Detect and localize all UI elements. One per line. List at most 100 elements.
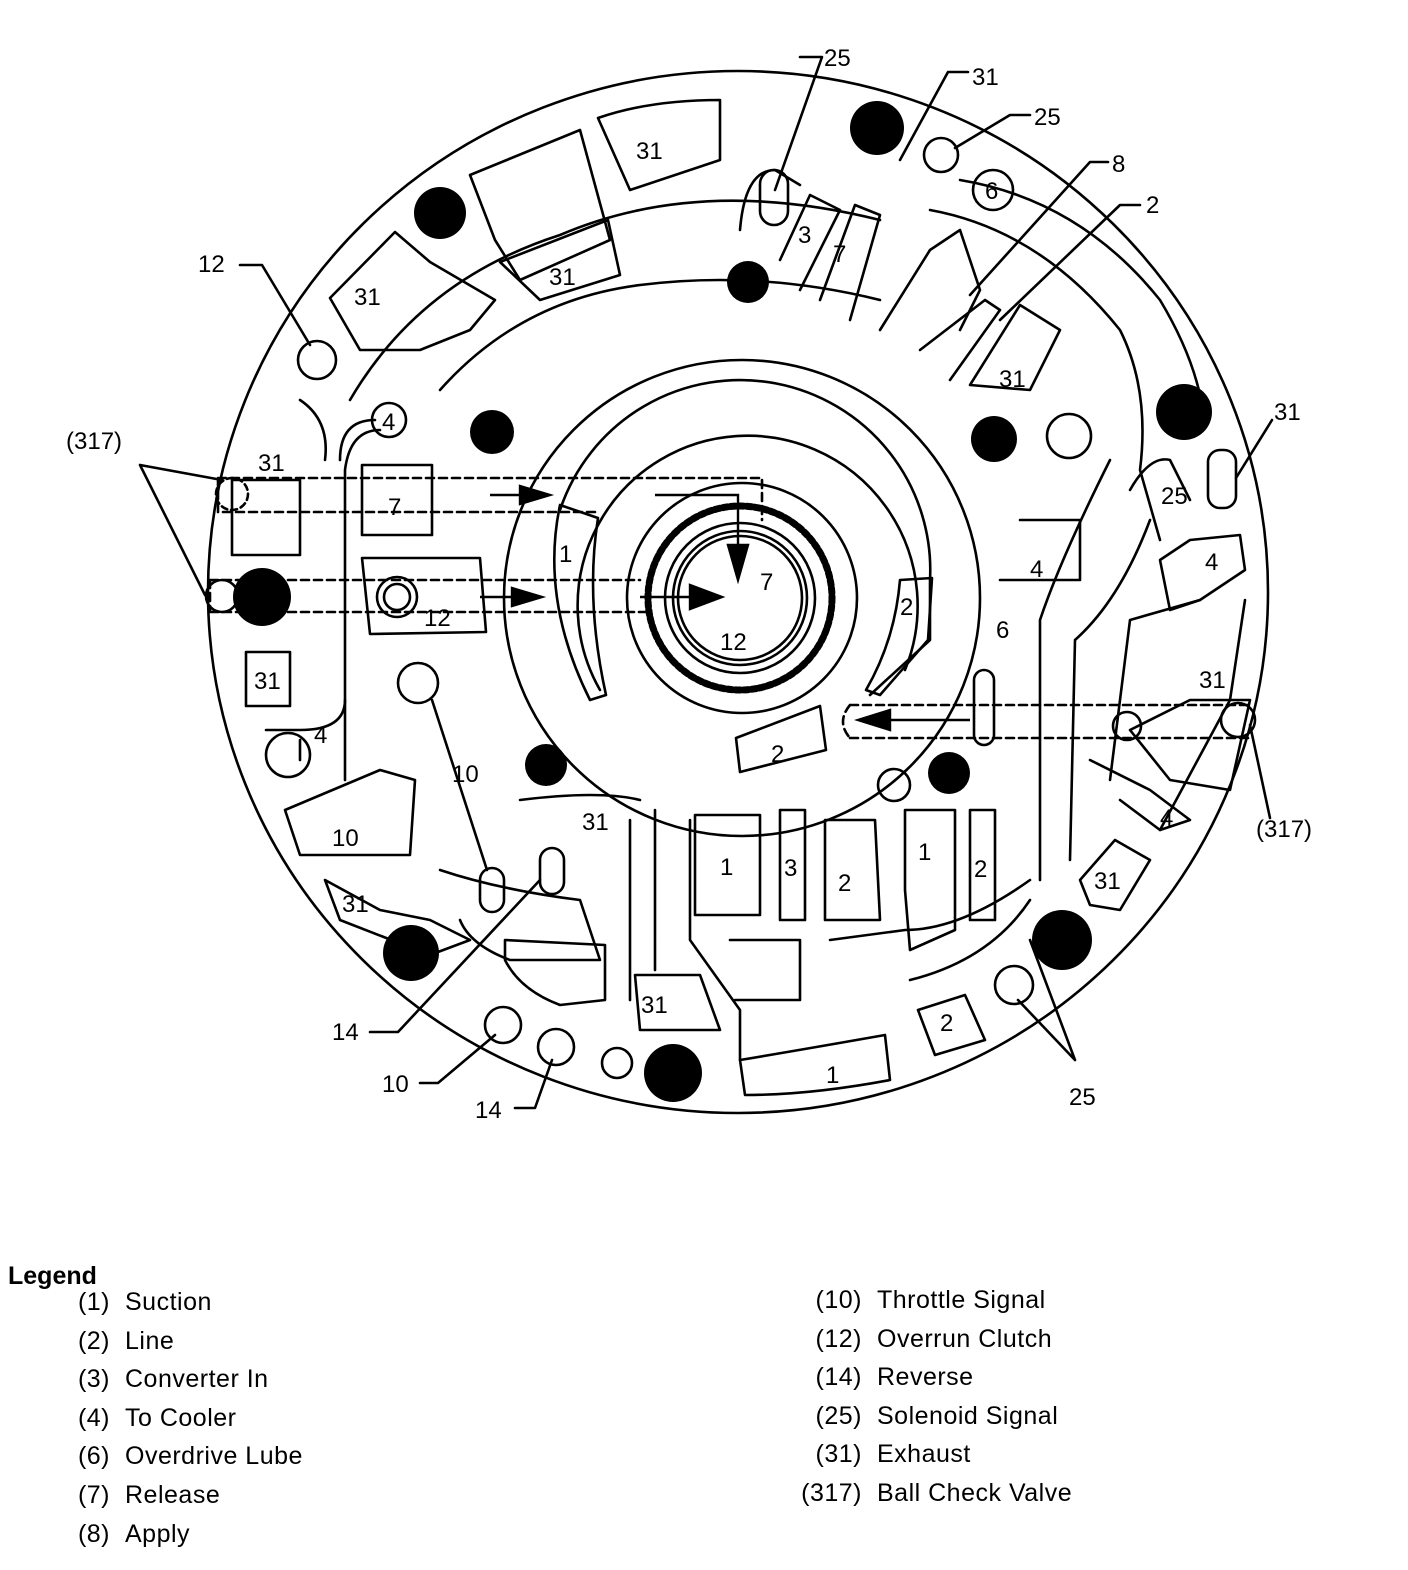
legend-code: (6) — [77, 1442, 110, 1471]
legend-text: Overdrive Lube — [125, 1442, 303, 1471]
channel-right-outer — [928, 208, 1162, 542]
area-label: 31 — [636, 138, 663, 165]
port-open — [296, 339, 338, 381]
area-label: 10 — [332, 825, 359, 852]
callout-label: 10 — [382, 1071, 409, 1098]
channel-4-right — [998, 518, 1082, 582]
legend-text: To Cooler — [125, 1403, 237, 1432]
callout-label: 25 — [1069, 1084, 1096, 1111]
port-open — [600, 1046, 634, 1080]
leader-31-right — [1234, 418, 1274, 480]
channel-31-bottom — [633, 973, 722, 1032]
channel-upper-31-c — [498, 218, 622, 302]
pump-body-outline — [206, 69, 1270, 1115]
callout-label: 31 — [1274, 399, 1301, 426]
legend-code: (10) — [815, 1286, 862, 1314]
area-label: 4 — [382, 409, 395, 436]
legend-text: Ball Check Valve — [877, 1478, 1073, 1507]
channel-4-right-2 — [1158, 533, 1247, 612]
pump-body-diagram: 25 31 25 8 2 12 (317) 31 (317) 10 14 10 … — [66, 45, 1312, 1124]
channel-31-left2 — [244, 650, 292, 708]
callout-label: 14 — [475, 1097, 502, 1124]
callout-label: 8 — [1112, 151, 1125, 178]
legend-code: (25) — [815, 1401, 862, 1430]
channel-upper-left-31 — [328, 230, 497, 352]
legend-text: Throttle Signal — [877, 1286, 1046, 1314]
channel-lower-left-arc — [438, 868, 602, 962]
channel-bottom-arc — [518, 793, 1032, 982]
channel-bottom-2-b — [968, 808, 997, 922]
legend-item: (4)To Cooler — [74, 1404, 303, 1443]
area-label: 7 — [760, 569, 773, 596]
channel-bottom-1-b — [903, 808, 957, 952]
area-label: 31 — [641, 992, 668, 1019]
callout-label: 25 — [1034, 104, 1061, 131]
leader-10-mid — [430, 698, 489, 872]
area-label: 31 — [354, 284, 381, 311]
rotor-outer — [625, 481, 859, 715]
area-label: 31 — [258, 450, 285, 477]
area-label: 3 — [784, 855, 797, 882]
area-label: 7 — [833, 241, 846, 268]
port-slot — [758, 168, 790, 227]
legend-text: Overrun Clutch — [877, 1324, 1053, 1353]
callout-label: 31 — [972, 64, 999, 91]
leader-25-topright — [953, 113, 1032, 150]
callout-label: 25 — [824, 45, 851, 72]
channel-bottom-2-a — [823, 818, 882, 922]
ball-check-left-a — [214, 476, 250, 512]
area-label: 1 — [826, 1062, 839, 1089]
legend-item: (7)Release — [74, 1481, 303, 1520]
legend-text: Release — [125, 1480, 221, 1509]
area-label: 1 — [559, 541, 572, 568]
port-open — [483, 1005, 523, 1045]
channel-10-left — [283, 768, 417, 857]
port-ring — [375, 575, 419, 619]
channel-2-bottom — [916, 993, 987, 1057]
legend-code: (14) — [815, 1363, 862, 1392]
ball-check-right — [1219, 701, 1257, 739]
port-slot — [538, 846, 566, 896]
channel-right-verticals — [1038, 458, 1247, 882]
legend-text: Exhaust — [877, 1440, 971, 1469]
crescent-outer-arc — [558, 378, 932, 697]
legend-code: (3) — [77, 1365, 110, 1394]
area-label: 4 — [314, 722, 327, 749]
legend-item: (10) Throttle Signal — [790, 1286, 1072, 1325]
port-open — [876, 767, 912, 803]
area-label: 1 — [918, 839, 931, 866]
legend-code: (8) — [77, 1519, 110, 1548]
area-label: 4 — [1030, 556, 1043, 583]
port-open — [370, 401, 408, 439]
legend-item: (25)Solenoid Signal — [790, 1402, 1072, 1441]
leader-317-right — [1248, 723, 1272, 820]
plug-dot — [414, 187, 466, 239]
channel-4-left — [264, 698, 347, 732]
area-label: 31 — [342, 891, 369, 918]
flow-arrow-head — [688, 583, 726, 611]
plug-dot — [383, 925, 439, 981]
legend-code: (317) — [801, 1478, 862, 1507]
channel-25-right — [1128, 458, 1192, 502]
port-open — [536, 1027, 576, 1067]
legend-text: Converter In — [125, 1365, 269, 1394]
legend-item: (8)Apply — [74, 1520, 303, 1559]
channel-31-lowleft — [323, 878, 472, 957]
ball-check-path-left-upper — [216, 476, 764, 522]
flow-arrow-head — [518, 484, 555, 506]
flow-arrow-head — [726, 543, 750, 585]
channel-upper-31-b — [468, 128, 612, 282]
leader-14-bottom — [513, 1058, 554, 1110]
plug-dot — [1156, 384, 1212, 440]
channel-bottom-1-a — [693, 813, 762, 917]
legend-item: (31) Exhaust — [790, 1440, 1072, 1479]
passage-2-lower — [734, 704, 828, 774]
legend-code: (31) — [815, 1440, 862, 1469]
channel-4-lowright — [1088, 758, 1192, 832]
port-open — [971, 168, 1015, 212]
port-open — [993, 964, 1035, 1006]
callout-label: 12 — [198, 251, 225, 278]
callout-label: 10 — [452, 761, 479, 788]
passage-2-right — [864, 576, 934, 697]
callout-label: (317) — [1256, 816, 1312, 843]
